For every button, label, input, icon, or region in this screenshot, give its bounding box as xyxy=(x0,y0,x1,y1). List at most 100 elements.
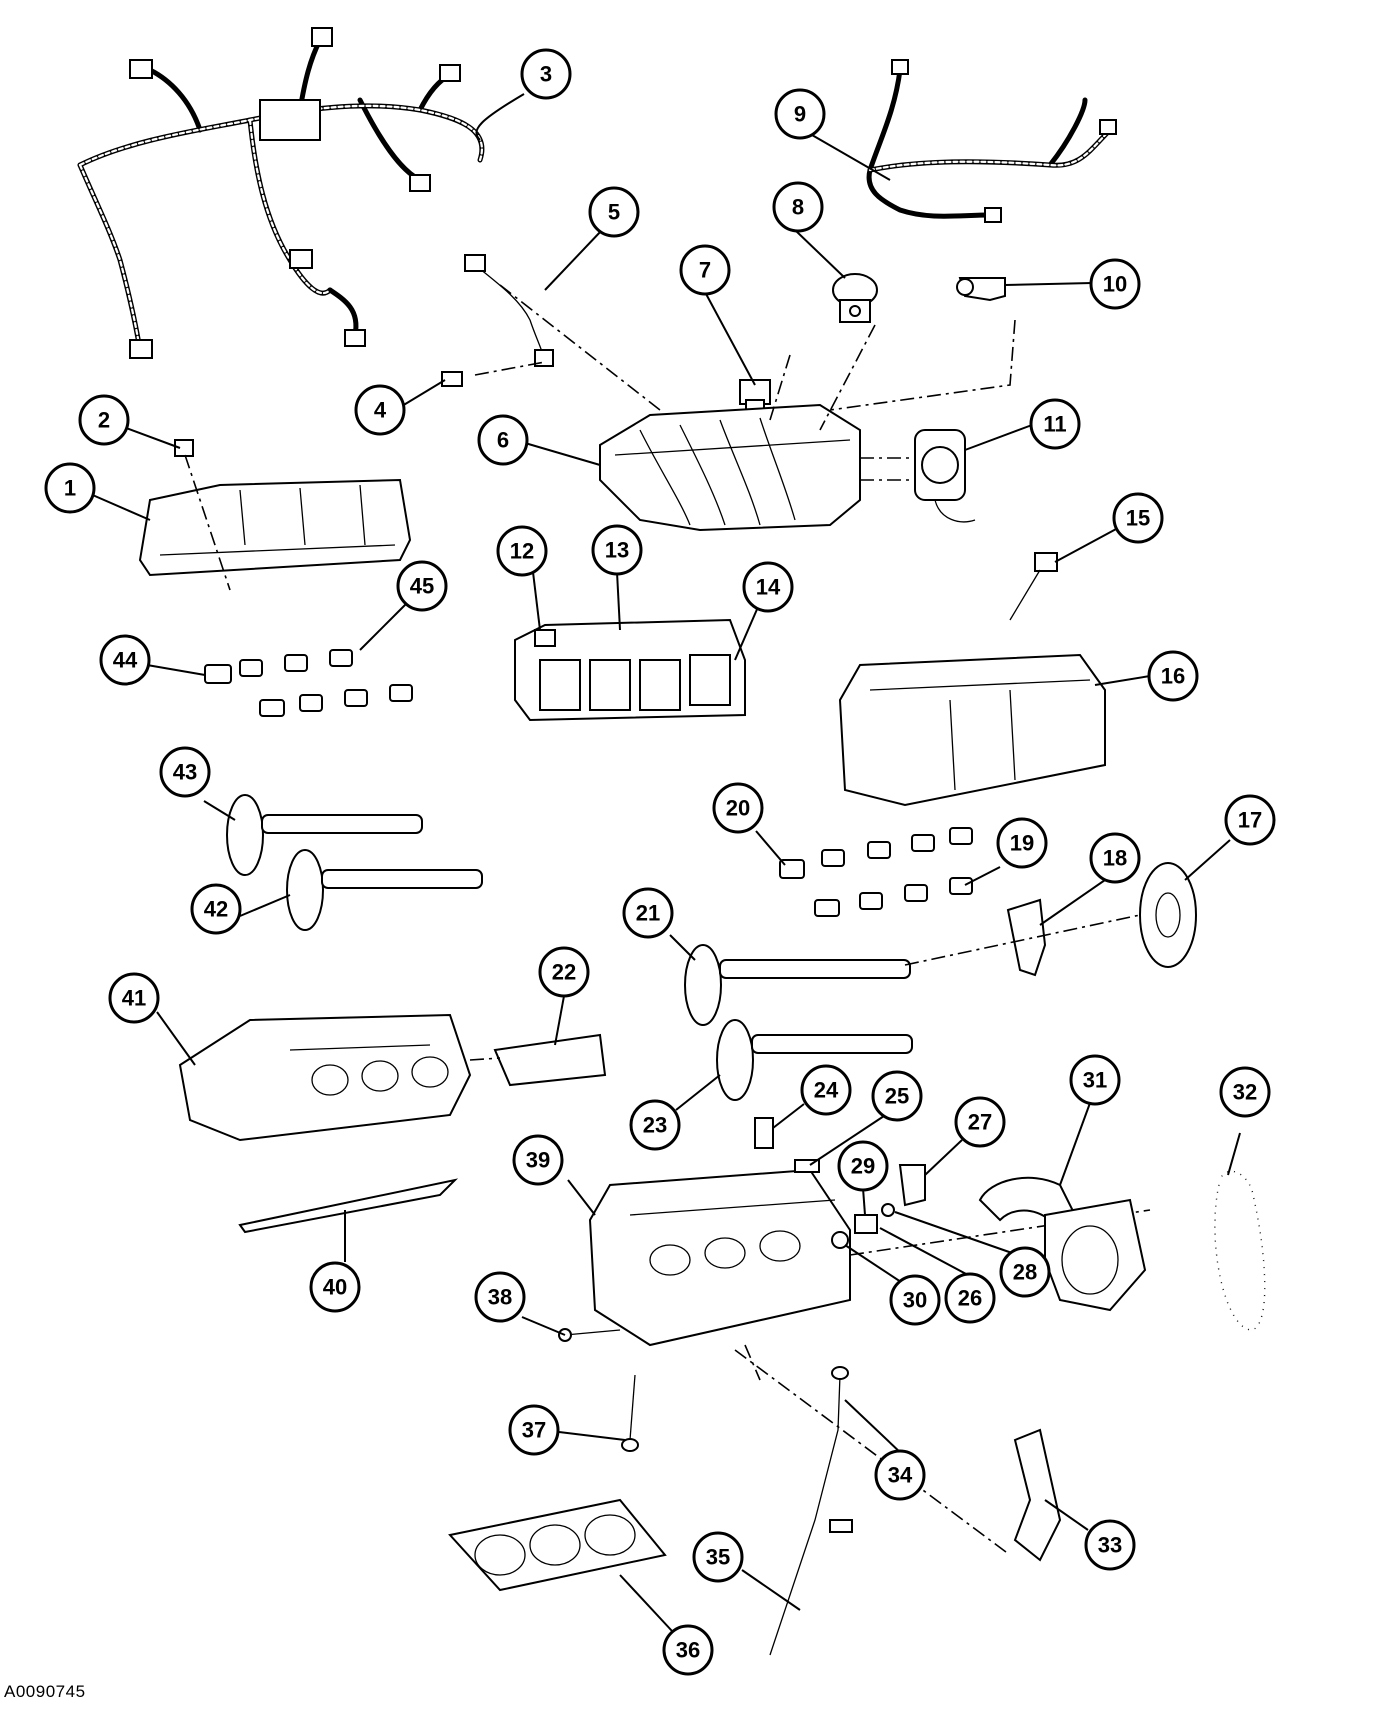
svg-text:30: 30 xyxy=(903,1288,927,1313)
callout-40: 40 xyxy=(309,1261,361,1313)
head-bolts xyxy=(558,1328,639,1452)
svg-text:39: 39 xyxy=(526,1148,550,1173)
callout-43: 43 xyxy=(159,746,211,798)
svg-text:38: 38 xyxy=(488,1285,512,1310)
svg-text:32: 32 xyxy=(1233,1080,1257,1105)
callout-2: 2 xyxy=(78,394,130,446)
egr-valve xyxy=(832,273,878,323)
svg-text:21: 21 xyxy=(636,901,660,926)
svg-text:25: 25 xyxy=(885,1084,909,1109)
callout-27: 27 xyxy=(954,1096,1006,1148)
svg-text:18: 18 xyxy=(1103,846,1127,871)
svg-text:6: 6 xyxy=(497,428,509,453)
callout-36: 36 xyxy=(662,1624,714,1676)
svg-text:43: 43 xyxy=(173,760,197,785)
svg-text:1: 1 xyxy=(64,476,76,501)
callout-26: 26 xyxy=(944,1272,996,1324)
callout-18: 18 xyxy=(1089,832,1141,884)
svg-text:17: 17 xyxy=(1238,808,1262,833)
svg-text:16: 16 xyxy=(1161,664,1185,689)
bracket xyxy=(1013,1428,1062,1562)
callout-12: 12 xyxy=(496,525,548,577)
callout-32: 32 xyxy=(1219,1066,1271,1118)
callout-8: 8 xyxy=(772,181,824,233)
callout-39: 39 xyxy=(512,1134,564,1186)
svg-text:9: 9 xyxy=(794,102,806,127)
callout-34: 34 xyxy=(874,1449,926,1501)
camshaft-right-lower xyxy=(716,1019,913,1101)
svg-text:36: 36 xyxy=(676,1638,700,1663)
cylinder-head-left xyxy=(178,1013,607,1142)
svg-text:15: 15 xyxy=(1126,506,1150,531)
timing-chain xyxy=(1213,1170,1266,1332)
callout-25: 25 xyxy=(871,1070,923,1122)
callout-17: 17 xyxy=(1224,794,1276,846)
svg-text:10: 10 xyxy=(1103,272,1127,297)
svg-text:14: 14 xyxy=(756,575,781,600)
camshafts-left xyxy=(226,794,483,931)
svg-text:4: 4 xyxy=(374,398,387,423)
head-gasket-left xyxy=(238,1178,459,1234)
callout-31: 31 xyxy=(1069,1054,1121,1106)
callout-24: 24 xyxy=(800,1064,852,1116)
svg-text:29: 29 xyxy=(851,1154,875,1179)
svg-text:35: 35 xyxy=(706,1545,730,1570)
svg-text:26: 26 xyxy=(958,1286,982,1311)
svg-text:34: 34 xyxy=(888,1463,913,1488)
wiring-harness-main xyxy=(77,27,485,359)
svg-text:7: 7 xyxy=(699,258,711,283)
callout-21: 21 xyxy=(622,887,674,939)
callout-19: 19 xyxy=(996,817,1048,869)
lower-intake-manifold xyxy=(514,618,746,722)
callout-44: 44 xyxy=(99,634,151,686)
callout-10: 10 xyxy=(1089,258,1141,310)
svg-text:8: 8 xyxy=(792,195,804,220)
svg-text:45: 45 xyxy=(410,574,434,599)
callout-7: 7 xyxy=(679,244,731,296)
wiring-harness-secondary xyxy=(866,59,1117,223)
intake-manifold xyxy=(599,403,861,532)
callout-15: 15 xyxy=(1112,492,1164,544)
svg-text:42: 42 xyxy=(204,897,228,922)
svg-text:3: 3 xyxy=(540,62,552,87)
svg-text:40: 40 xyxy=(323,1275,347,1300)
camshaft-right-upper xyxy=(684,862,1197,1026)
water-pump-assembly xyxy=(978,1176,1147,1312)
callout-38: 38 xyxy=(474,1271,526,1323)
callout-11: 11 xyxy=(1029,398,1081,450)
svg-text:22: 22 xyxy=(552,960,576,985)
callout-41: 41 xyxy=(108,972,160,1024)
valve-cover-right xyxy=(838,552,1106,807)
callout-37: 37 xyxy=(508,1404,560,1456)
callout-16: 16 xyxy=(1147,650,1199,702)
svg-text:33: 33 xyxy=(1098,1533,1122,1558)
svg-text:23: 23 xyxy=(643,1113,667,1138)
svg-text:19: 19 xyxy=(1010,831,1034,856)
callout-4: 4 xyxy=(354,384,406,436)
callout-1: 1 xyxy=(44,462,96,514)
svg-text:41: 41 xyxy=(122,986,146,1011)
callout-23: 23 xyxy=(629,1099,681,1151)
callout-28: 28 xyxy=(999,1246,1051,1298)
callout-20: 20 xyxy=(712,782,764,834)
callout-22: 22 xyxy=(538,946,590,998)
callout-45: 45 xyxy=(396,560,448,612)
callout-6: 6 xyxy=(477,414,529,466)
callout-29: 29 xyxy=(837,1140,889,1192)
svg-text:5: 5 xyxy=(608,200,620,225)
callout-33: 33 xyxy=(1084,1519,1136,1571)
callout-13: 13 xyxy=(591,524,643,576)
figure-id-label: A0090745 xyxy=(4,1682,86,1701)
svg-text:20: 20 xyxy=(726,796,750,821)
svg-text:27: 27 xyxy=(968,1110,992,1135)
svg-text:37: 37 xyxy=(522,1418,546,1443)
svg-text:2: 2 xyxy=(98,408,110,433)
callout-35: 35 xyxy=(692,1531,744,1583)
svg-text:11: 11 xyxy=(1043,412,1066,437)
svg-text:44: 44 xyxy=(113,648,138,673)
callout-30: 30 xyxy=(889,1274,941,1326)
leader-lines xyxy=(87,93,1241,1632)
callout-9: 9 xyxy=(774,88,826,140)
roller-followers-left xyxy=(204,649,413,717)
